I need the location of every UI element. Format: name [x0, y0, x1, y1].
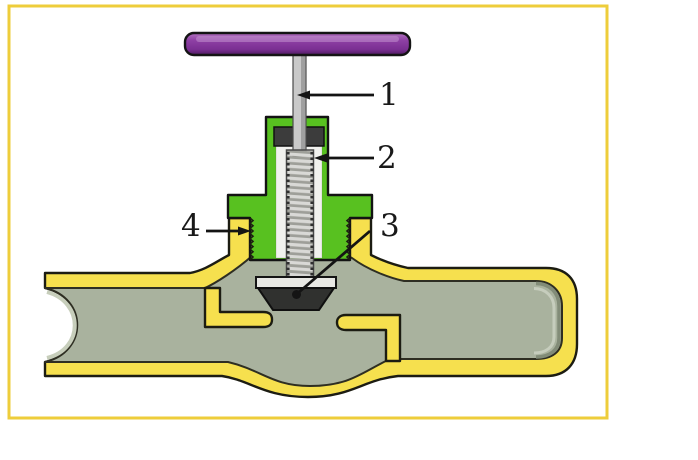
flow-passage [44, 255, 563, 387]
packing-block-right [303, 126, 325, 147]
valve-stem-shading [301, 47, 306, 155]
disc-washer [255, 276, 337, 289]
part-label-1: 1 [379, 77, 399, 113]
arrowhead-4 [238, 226, 251, 236]
disc-plug [256, 287, 336, 311]
pipe-mouth-lining [46, 290, 77, 360]
seat-baffle-right [335, 313, 402, 363]
pipe-end-rim [535, 281, 561, 359]
leader-line-3 [297, 229, 371, 295]
part-label-4: 4 [181, 208, 201, 244]
arrowhead-2 [314, 153, 327, 163]
image-frame-border [7, 4, 609, 420]
arrowhead-1 [297, 90, 310, 100]
leader-dot-3 [292, 290, 301, 299]
seat-baffle-left [203, 286, 274, 329]
pipe-end-highlight [533, 287, 556, 355]
part-label-3: 3 [380, 208, 400, 244]
part-label-2: 2 [377, 140, 397, 176]
thread-seam-right [345, 217, 352, 261]
threaded-stem [285, 149, 315, 283]
thread-seam-left [248, 217, 255, 261]
handwheel-highlight [196, 36, 399, 42]
